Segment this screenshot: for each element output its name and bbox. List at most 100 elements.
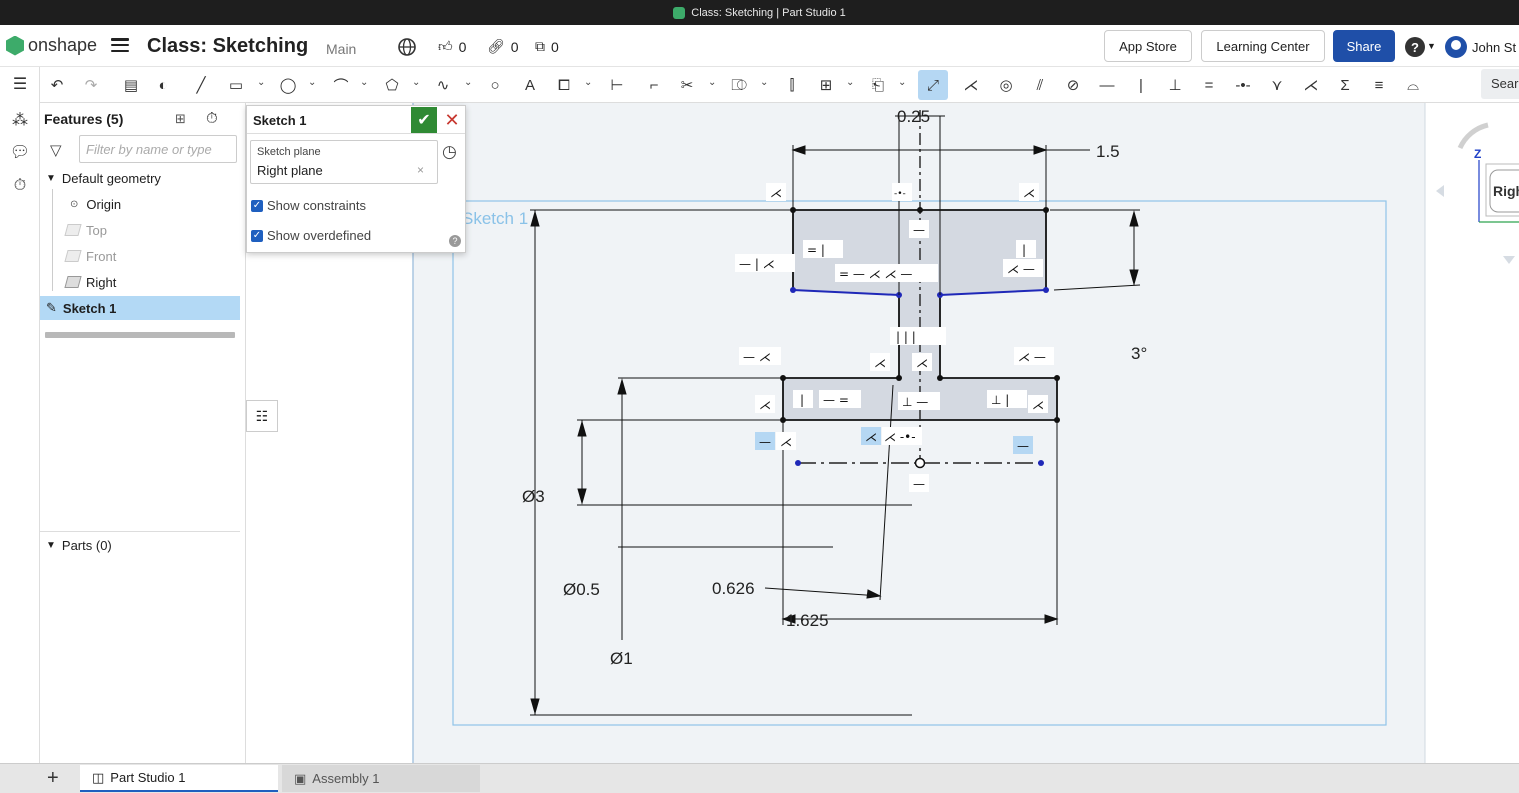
feature-item-top[interactable]: Top <box>40 218 246 242</box>
parts-group[interactable]: ▼ Parts (0) <box>46 537 112 553</box>
menu-hamburger-icon[interactable] <box>111 38 129 52</box>
undo-icon[interactable]: ↶ <box>50 77 64 94</box>
rollback-bar[interactable] <box>45 332 235 338</box>
comments-icon[interactable]: 💬︎ <box>9 144 31 161</box>
pierce-constraint-icon[interactable]: ⋌ <box>1303 77 1319 94</box>
view-rotate-down-icon[interactable] <box>1503 256 1515 264</box>
document-title[interactable]: Class: Sketching <box>147 35 309 57</box>
midpoint-constraint-icon[interactable]: -•- <box>1235 76 1251 94</box>
sketch-svg[interactable]: ⋌ -•- ⋌ — — | ⋌ = | = — ⋌ ⋌ — | ⋌ — | | … <box>246 103 1519 763</box>
add-folder-icon[interactable]: ⊞ <box>175 111 186 126</box>
rollback-timer-icon[interactable]: ⏱︎ <box>206 110 218 127</box>
fillet-tool-icon[interactable]: ⌐ <box>649 76 659 94</box>
dimension-angle-3[interactable]: 3° <box>1131 344 1147 363</box>
fix-constraint-icon[interactable]: ≡ <box>1374 76 1384 94</box>
learning-center-button[interactable]: Learning Center <box>1201 30 1325 62</box>
help-icon[interactable]: ? <box>1405 37 1425 57</box>
cancel-close-icon[interactable]: ✕ <box>444 109 460 130</box>
dxf-chevron-down-icon[interactable]: ⌄ <box>898 77 907 88</box>
right-plane-outline[interactable] <box>452 200 1387 726</box>
spline-chevron-down-icon[interactable]: ⌄ <box>464 77 473 88</box>
view-rotate-left-icon[interactable] <box>1436 185 1444 197</box>
dimension-tool-icon[interactable]: ⤢ <box>918 70 948 100</box>
likes-counter[interactable]: 👍︎0 <box>438 38 467 55</box>
symmetric-constraint-icon[interactable]: Σ <box>1340 76 1350 94</box>
arc-chevron-down-icon[interactable]: ⌄ <box>360 77 369 88</box>
sketch-origin-point[interactable] <box>914 457 926 469</box>
dimension-1-5[interactable]: 1.5 <box>1096 142 1120 161</box>
text-tool-icon[interactable]: A <box>524 76 535 94</box>
vertical-constraint-icon[interactable]: | <box>1139 76 1143 94</box>
feature-item-origin[interactable]: ⊙ Origin <box>70 196 122 212</box>
globe-icon[interactable] <box>397 37 417 62</box>
dimension-dia-3[interactable]: Ø3 <box>522 487 545 506</box>
line-tool-icon[interactable]: ╱ <box>196 77 206 94</box>
dimension-0-25[interactable]: 0.25 <box>897 107 930 126</box>
construction-tool-icon[interactable]: ⧠ <box>557 76 570 94</box>
copies-counter[interactable]: ⧉0 <box>535 38 559 55</box>
spline-tool-icon[interactable]: ∿ <box>436 77 450 94</box>
pattern-tool-icon[interactable]: ⊞ <box>819 77 833 94</box>
normal-constraint-icon[interactable]: ⋎ <box>1271 77 1283 94</box>
equal-constraint-icon[interactable]: = <box>1204 76 1214 94</box>
filter-icon[interactable]: ▽ <box>50 142 62 159</box>
help-icon[interactable]: ? <box>449 235 461 247</box>
feature-item-sketch-1[interactable]: ✎ Sketch 1 <box>40 296 240 320</box>
parallel-constraint-icon[interactable]: ⫽ <box>1036 76 1044 94</box>
offset-tool-icon[interactable]: ⎄ <box>731 76 747 94</box>
dxf-import-icon[interactable]: ⎗ <box>871 76 884 94</box>
concentric-constraint-icon[interactable]: ◎ <box>999 77 1013 94</box>
perpendicular-constraint-icon[interactable]: ⊥ <box>1168 77 1182 94</box>
redo-icon[interactable]: ↷ <box>84 77 98 94</box>
feature-filter-input[interactable]: Filter by name or type <box>79 135 237 163</box>
brand[interactable]: onshape <box>6 35 97 56</box>
configurations-icon[interactable]: ▤ <box>123 77 139 94</box>
show-constraints-checkbox[interactable]: ✓ Show constraints <box>251 198 366 213</box>
variable-icon[interactable]: ◐ <box>158 76 168 94</box>
feature-list-icon[interactable]: ☰ <box>12 76 28 93</box>
sketch-list-icon[interactable]: ☷ <box>246 400 278 432</box>
horizontal-constraint-icon[interactable]: — <box>1099 76 1115 94</box>
insert-icon[interactable]: ⁂ <box>12 112 28 129</box>
sketch-region[interactable] <box>783 210 1057 420</box>
history-icon[interactable]: ⏱︎ <box>13 177 27 194</box>
feature-item-right[interactable]: Right <box>40 270 246 294</box>
tab-assembly-1[interactable]: ▣ Assembly 1 <box>282 765 480 792</box>
underdefined-line[interactable] <box>792 289 900 296</box>
trim-chevron-down-icon[interactable]: ⌄ <box>708 77 717 88</box>
dimension-dia-1[interactable]: Ø1 <box>610 649 633 668</box>
dimension-0-626[interactable]: 0.626 <box>712 579 755 598</box>
circle-tool-icon[interactable]: ◯ <box>279 77 297 94</box>
branch-name[interactable]: Main <box>326 41 357 57</box>
view-rotate-arrow-icon[interactable] <box>1457 122 1489 150</box>
rectangle-chevron-down-icon[interactable]: ⌄ <box>257 77 266 88</box>
offset-chevron-down-icon[interactable]: ⌄ <box>760 77 769 88</box>
circle-chevron-down-icon[interactable]: ⌄ <box>308 77 317 88</box>
links-counter[interactable]: 🔗︎0 <box>487 38 519 55</box>
polygon-tool-icon[interactable]: ⬠ <box>385 77 399 94</box>
user-menu[interactable]: John St <box>1445 36 1516 58</box>
tangent-constraint-icon[interactable]: ⊘ <box>1066 77 1080 94</box>
trim-tool-icon[interactable]: ✂ <box>680 77 694 94</box>
arc-tool-icon[interactable]: ⌒ <box>333 77 349 95</box>
pattern-chevron-down-icon[interactable]: ⌄ <box>846 77 855 88</box>
dimension-1-625[interactable]: 1.625 <box>786 611 829 630</box>
accept-check-icon[interactable]: ✔ <box>411 107 437 133</box>
underdefined-line[interactable] <box>939 289 1047 296</box>
construction-chevron-down-icon[interactable]: ⌄ <box>584 77 593 88</box>
show-overdefined-checkbox[interactable]: ✓ Show overdefined <box>251 228 372 243</box>
feature-item-front[interactable]: Front <box>40 244 246 268</box>
search-tools-input[interactable]: Search tools <box>1481 69 1519 99</box>
rectangle-tool-icon[interactable]: ▭ <box>228 77 244 94</box>
clear-plane-icon[interactable]: × <box>417 163 425 177</box>
midpoint-line-icon[interactable]: ⊢ <box>610 77 624 94</box>
history-clock-icon[interactable]: ◷ <box>442 142 457 161</box>
default-geometry-group[interactable]: ▼ Default geometry <box>46 170 161 186</box>
mirror-tool-icon[interactable]: ⫿ <box>789 76 795 94</box>
coincident-constraint-icon[interactable]: ⋌ <box>963 77 979 94</box>
add-tab-plus-icon[interactable]: + <box>47 767 59 789</box>
dimension-dia-0-5[interactable]: Ø0.5 <box>563 580 600 599</box>
share-button[interactable]: Share <box>1333 30 1395 62</box>
curvature-icon[interactable]: ⌓ <box>1407 76 1419 94</box>
app-store-button[interactable]: App Store <box>1104 30 1192 62</box>
